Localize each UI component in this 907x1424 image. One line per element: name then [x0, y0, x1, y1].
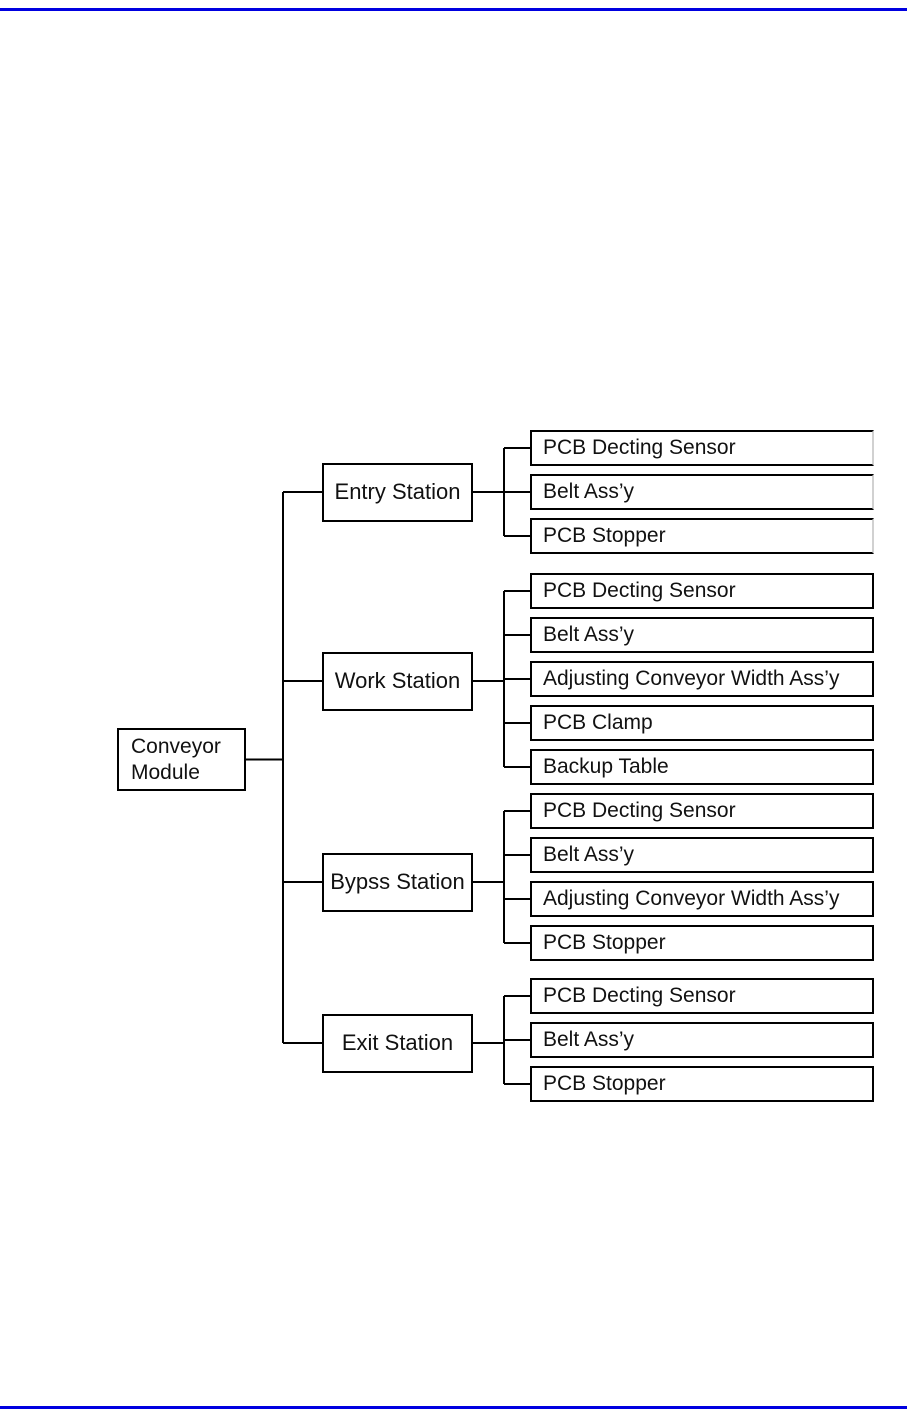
node-leaf-work-station-pcb-decting-sensor[interactable]: PCB Decting Sensor: [530, 573, 874, 609]
leaf-label: Adjusting Conveyor Width Ass’y: [543, 887, 840, 910]
leaf-label: Belt Ass’y: [543, 1028, 635, 1051]
node-leaf-bypss-station-pcb-stopper[interactable]: PCB Stopper: [530, 925, 874, 961]
node-leaf-work-station-belt-assy[interactable]: Belt Ass’y: [530, 617, 874, 653]
node-station-bypss-station[interactable]: Bypss Station: [322, 852, 473, 912]
station-label: Bypss Station: [330, 869, 465, 894]
station-label: Entry Station: [334, 479, 461, 504]
station-label: Work Station: [334, 668, 461, 693]
page-rule-top: [0, 8, 907, 11]
leaf-label: Adjusting Conveyor Width Ass’y: [543, 667, 840, 690]
page-rule-bottom: [0, 1406, 907, 1409]
node-leaf-entry-station-belt-assy[interactable]: Belt Ass’y: [530, 474, 874, 510]
root-label-line-1: Conveyor: [131, 734, 221, 758]
leaf-label: PCB Stopper: [543, 1072, 666, 1095]
node-leaf-exit-station-pcb-stopper[interactable]: PCB Stopper: [530, 1066, 874, 1102]
node-leaf-entry-station-pcb-stopper[interactable]: PCB Stopper: [530, 518, 874, 554]
leaf-label: PCB Decting Sensor: [543, 984, 736, 1007]
node-leaf-bypss-station-belt-assy[interactable]: Belt Ass’y: [530, 837, 874, 873]
leaf-label: PCB Decting Sensor: [543, 579, 736, 602]
node-leaf-exit-station-belt-assy[interactable]: Belt Ass’y: [530, 1022, 874, 1058]
node-station-work-station[interactable]: Work Station: [322, 651, 473, 711]
leaf-label: PCB Decting Sensor: [543, 799, 736, 822]
node-leaf-entry-station-pcb-decting-sensor[interactable]: PCB Decting Sensor: [530, 430, 874, 466]
leaf-label: PCB Decting Sensor: [543, 436, 736, 459]
node-leaf-work-station-pcb-clamp[interactable]: PCB Clamp: [530, 705, 874, 741]
leaf-label: PCB Stopper: [543, 524, 666, 547]
node-leaf-bypss-station-pcb-decting-sensor[interactable]: PCB Decting Sensor: [530, 793, 874, 829]
node-leaf-exit-station-pcb-decting-sensor[interactable]: PCB Decting Sensor: [530, 978, 874, 1014]
leaf-label: PCB Stopper: [543, 931, 666, 954]
leaf-label: Backup Table: [543, 755, 669, 778]
leaf-label: Belt Ass’y: [543, 480, 635, 503]
leaf-label: PCB Clamp: [543, 711, 653, 734]
leaf-label: Belt Ass’y: [543, 843, 635, 866]
node-station-entry-station[interactable]: Entry Station: [322, 462, 473, 522]
node-station-exit-station[interactable]: Exit Station: [322, 1013, 473, 1073]
node-leaf-work-station-backup-table[interactable]: Backup Table: [530, 749, 874, 785]
station-label: Exit Station: [341, 1030, 454, 1055]
node-leaf-work-station-adjusting-conveyor-width-assy[interactable]: Adjusting Conveyor Width Ass’y: [530, 661, 874, 697]
leaf-label: Belt Ass’y: [543, 623, 635, 646]
root-label-line-2: Module: [131, 760, 200, 784]
node-leaf-bypss-station-adjusting-conveyor-width-assy[interactable]: Adjusting Conveyor Width Ass’y: [530, 881, 874, 917]
